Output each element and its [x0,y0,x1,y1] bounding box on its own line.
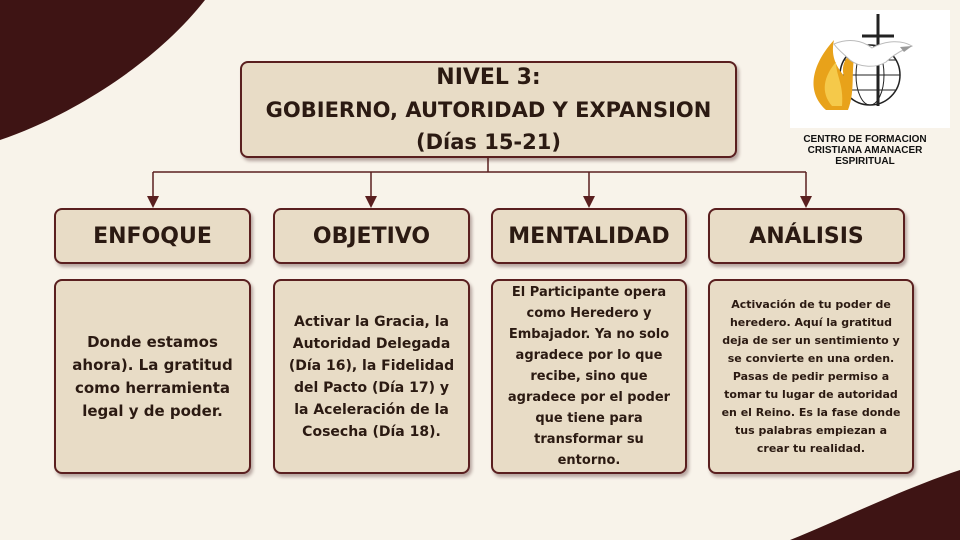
title-line-3: (Días 15-21) [416,129,561,154]
text-mentalidad: El Participante opera como Heredero y Em… [491,279,687,474]
heading-mentalidad: MENTALIDAD [491,208,687,264]
logo-name: CENTRO DE FORMACION CRISTIANA AMANACER E… [780,134,950,167]
title-box: NIVEL 3: GOBIERNO, AUTORIDAD Y EXPANSION… [240,61,737,158]
title-line-1: NIVEL 3: [436,64,541,90]
title-line-2: GOBIERNO, AUTORIDAD Y EXPANSION [265,97,712,122]
logo-name-line-2: CRISTIANA AMANACER [807,145,923,156]
text-enfoque: Donde estamos ahora). La gratitud como h… [54,279,251,474]
heading-objetivo: OBJETIVO [273,208,470,264]
heading-enfoque: ENFOQUE [54,208,251,264]
text-analisis-content: Activación de tu poder de heredero. Aquí… [721,297,901,455]
text-mentalidad-content: El Participante opera como Heredero y Em… [507,285,671,468]
text-analisis: Activación de tu poder de heredero. Aquí… [708,279,914,474]
heading-analisis: ANÁLISIS [708,208,905,264]
text-objetivo: Activar la Gracia, la Autoridad Delegada… [273,279,470,474]
logo-name-line-3: ESPIRITUAL [835,156,895,167]
text-objetivo-content: Activar la Gracia, la Autoridad Delegada… [288,313,455,440]
text-enfoque-content: Donde estamos ahora). La gratitud como h… [72,332,233,420]
dove-cross-flame-globe-icon [790,10,950,128]
logo-name-line-1: CENTRO DE FORMACION [803,134,927,145]
